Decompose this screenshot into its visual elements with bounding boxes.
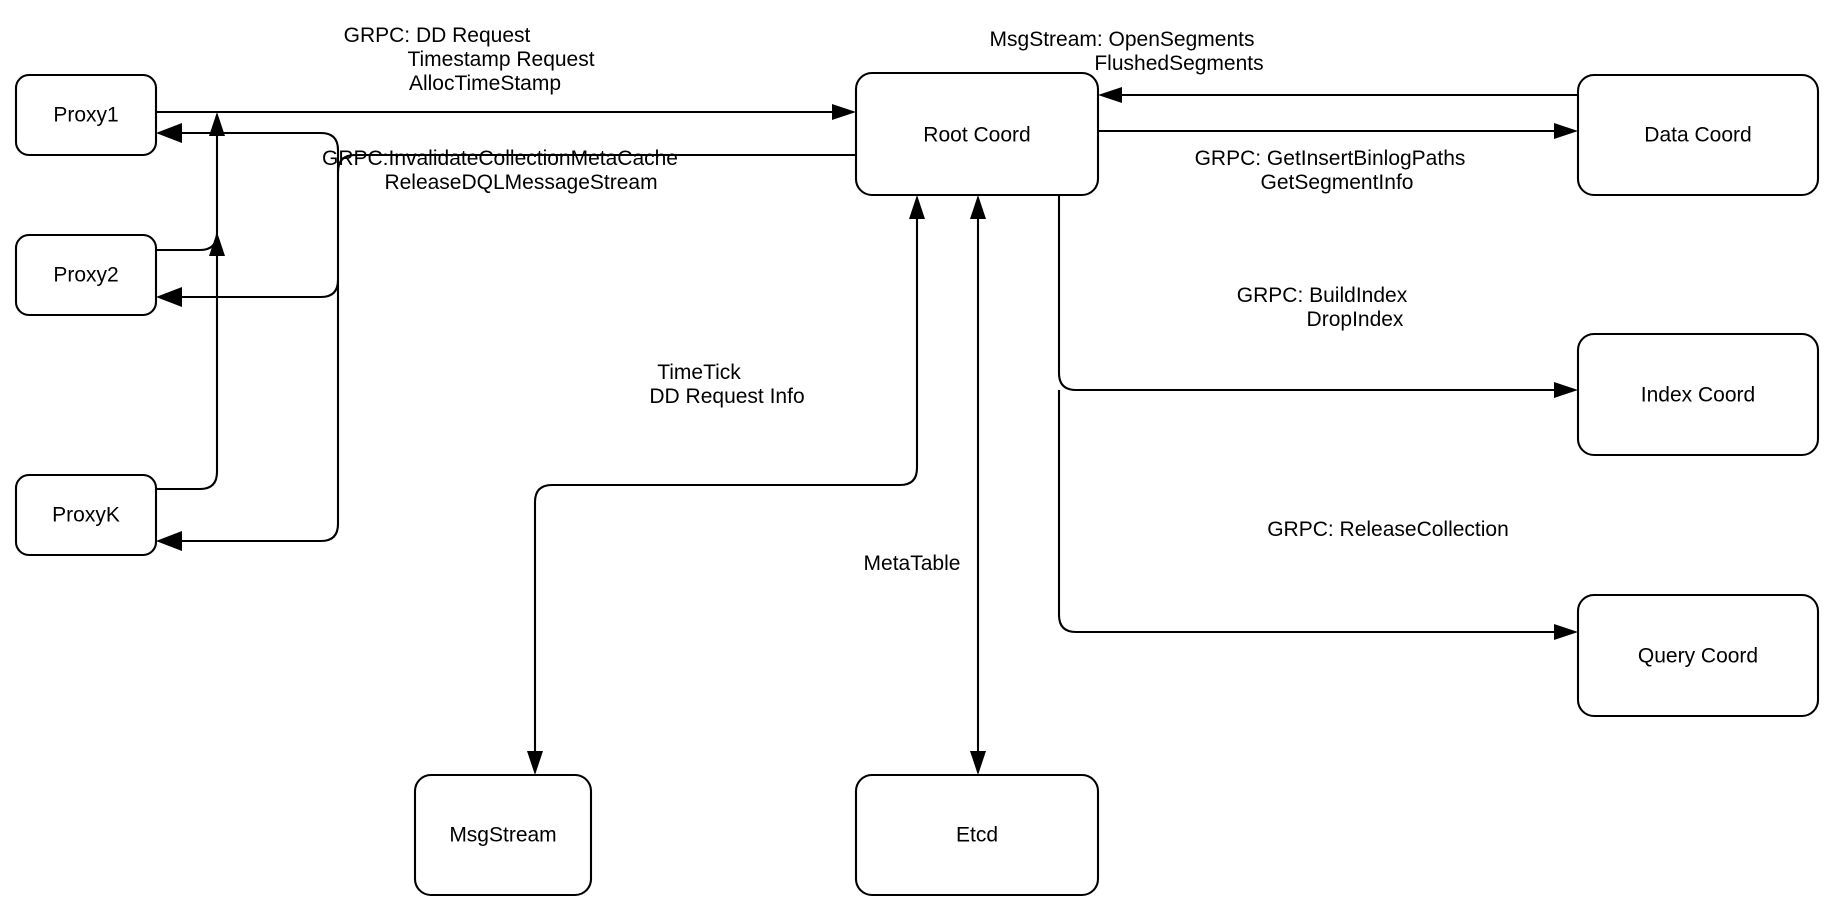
edge-label-datacoord-to-rootcoord-line2: FlushedSegments bbox=[1094, 52, 1263, 75]
edge-label-rootcoord-to-msgstream-line2: DD Request Info bbox=[649, 385, 804, 408]
node-proxy2[interactable]: Proxy2 bbox=[14, 233, 158, 317]
node-proxy1-box[interactable] bbox=[14, 73, 158, 157]
edge-rootcoord-to-proxy2-arrowhead bbox=[156, 287, 182, 307]
node-querycoord-label: Query Coord bbox=[1638, 645, 1758, 668]
edge-label-rootcoord-to-indexcoord-line2: DropIndex bbox=[1307, 308, 1404, 331]
edge-label-datacoord-to-rootcoord-line1: MsgStream: OpenSegments bbox=[990, 28, 1255, 51]
node-proxy2-box[interactable] bbox=[14, 233, 158, 317]
edge-rootcoord-to-querycoord-line bbox=[1057, 390, 1566, 634]
node-etcd[interactable]: Etcd bbox=[854, 773, 1100, 897]
edge-proxyk-merge-arrowhead bbox=[209, 232, 225, 256]
edge-proxy2-merge-line bbox=[156, 124, 219, 252]
edge-proxy2-merge-arrowhead bbox=[209, 112, 225, 136]
edge-rootcoord-to-proxyk-arrowhead bbox=[156, 531, 182, 551]
node-rootcoord-label: Root Coord bbox=[923, 124, 1030, 147]
edge-rootcoord-to-proxy1-arrowhead bbox=[156, 123, 182, 143]
edge-proxy-to-rootcoord-arrowhead bbox=[832, 104, 856, 120]
node-proxyk[interactable]: ProxyK bbox=[14, 473, 158, 557]
edge-rootcoord-to-msgstream bbox=[527, 195, 925, 775]
node-indexcoord[interactable]: Index Coord bbox=[1576, 332, 1820, 457]
edge-rootcoord-to-etcd-arrowhead-down bbox=[970, 751, 986, 775]
edge-label-rootcoord-to-msgstream: TimeTick DD Request Info bbox=[649, 361, 804, 408]
edge-rootcoord-to-indexcoord-line bbox=[1057, 195, 1566, 392]
edge-rootcoord-to-proxyk-line bbox=[173, 153, 856, 543]
node-etcd-label: Etcd bbox=[956, 824, 998, 847]
edge-label-proxy-to-rootcoord-line1: GRPC: DD Request bbox=[344, 24, 531, 47]
edge-label-proxy-to-rootcoord: GRPC: DD Request Timestamp Request Alloc… bbox=[344, 24, 595, 95]
edge-proxyk-merge-line bbox=[156, 244, 219, 491]
node-indexcoord-label: Index Coord bbox=[1641, 384, 1755, 407]
edge-label-rootcoord-to-datacoord-line2: GetSegmentInfo bbox=[1261, 171, 1414, 194]
edge-rootcoord-to-msgstream-arrowhead-up bbox=[909, 195, 925, 219]
edge-rootcoord-to-datacoord-arrowhead bbox=[1554, 123, 1578, 139]
edge-label-rootcoord-to-querycoord: GRPC: ReleaseCollection bbox=[1267, 518, 1509, 541]
edge-label-rootcoord-to-datacoord-line1: GRPC: GetInsertBinlogPaths bbox=[1195, 147, 1466, 170]
edge-datacoord-to-rootcoord-arrowhead bbox=[1098, 87, 1122, 103]
node-datacoord-label: Data Coord bbox=[1644, 124, 1751, 147]
node-msgstream-box[interactable] bbox=[413, 773, 593, 897]
node-etcd-box[interactable] bbox=[854, 773, 1100, 897]
edge-label-rootcoord-to-msgstream-line1: TimeTick bbox=[657, 361, 741, 384]
edge-rootcoord-to-msgstream-arrowhead-down bbox=[527, 751, 543, 775]
edge-label-rootcoord-to-proxies-line2: ReleaseDQLMessageStream bbox=[384, 171, 657, 194]
edge-rootcoord-to-indexcoord-arrowhead bbox=[1554, 382, 1578, 398]
node-rootcoord[interactable]: Root Coord bbox=[854, 71, 1100, 197]
node-proxyk-label: ProxyK bbox=[52, 504, 120, 527]
node-proxy1[interactable]: Proxy1 bbox=[14, 73, 158, 157]
edge-rootcoord-to-datacoord bbox=[1098, 123, 1578, 139]
edge-label-rootcoord-to-proxies-line1: GRPC:InvalidateCollectionMetaCache bbox=[322, 147, 678, 170]
edge-rootcoord-to-etcd-arrowhead-up bbox=[970, 195, 986, 219]
node-proxy1-label: Proxy1 bbox=[53, 104, 118, 127]
node-indexcoord-box[interactable] bbox=[1576, 332, 1820, 457]
node-rootcoord-box[interactable] bbox=[854, 71, 1100, 197]
node-datacoord-box[interactable] bbox=[1576, 73, 1820, 197]
edge-label-datacoord-to-rootcoord: MsgStream: OpenSegments FlushedSegments bbox=[990, 28, 1264, 75]
node-querycoord[interactable]: Query Coord bbox=[1576, 593, 1820, 718]
edge-label-proxy-to-rootcoord-line3: AllocTimeStamp bbox=[409, 72, 561, 95]
edge-rootcoord-to-msgstream-line bbox=[533, 207, 919, 763]
edge-label-rootcoord-to-etcd-line1: MetaTable bbox=[864, 552, 961, 575]
edge-proxy-merge-bus bbox=[156, 112, 225, 491]
edge-rootcoord-to-proxy2-line bbox=[173, 279, 340, 299]
node-msgstream-label: MsgStream bbox=[449, 824, 556, 847]
edge-label-rootcoord-to-etcd: MetaTable bbox=[864, 552, 961, 575]
node-datacoord[interactable]: Data Coord bbox=[1576, 73, 1820, 197]
edge-label-rootcoord-to-querycoord-line1: GRPC: ReleaseCollection bbox=[1267, 518, 1509, 541]
edge-rootcoord-to-querycoord-arrowhead bbox=[1554, 624, 1578, 640]
node-proxyk-box[interactable] bbox=[14, 473, 158, 557]
edge-rootcoord-to-proxies bbox=[156, 123, 856, 551]
edge-label-rootcoord-to-datacoord: GRPC: GetInsertBinlogPaths GetSegmentInf… bbox=[1195, 147, 1466, 194]
node-msgstream[interactable]: MsgStream bbox=[413, 773, 593, 897]
edge-rootcoord-to-indexcoord bbox=[1057, 195, 1578, 398]
edge-rootcoord-to-proxy1-line bbox=[173, 131, 340, 172]
edge-label-rootcoord-to-proxies: GRPC:InvalidateCollectionMetaCache Relea… bbox=[322, 147, 678, 194]
edge-proxy-to-rootcoord bbox=[156, 104, 856, 120]
edge-label-rootcoord-to-indexcoord-line1: GRPC: BuildIndex bbox=[1237, 284, 1408, 307]
edge-datacoord-to-rootcoord bbox=[1098, 87, 1578, 103]
node-proxy2-label: Proxy2 bbox=[53, 264, 118, 287]
edge-rootcoord-to-querycoord bbox=[1057, 390, 1578, 640]
edge-label-proxy-to-rootcoord-line2: Timestamp Request bbox=[407, 48, 594, 71]
node-querycoord-box[interactable] bbox=[1576, 593, 1820, 718]
edge-label-rootcoord-to-indexcoord: GRPC: BuildIndex DropIndex bbox=[1237, 284, 1408, 331]
edge-rootcoord-to-etcd bbox=[970, 195, 986, 775]
